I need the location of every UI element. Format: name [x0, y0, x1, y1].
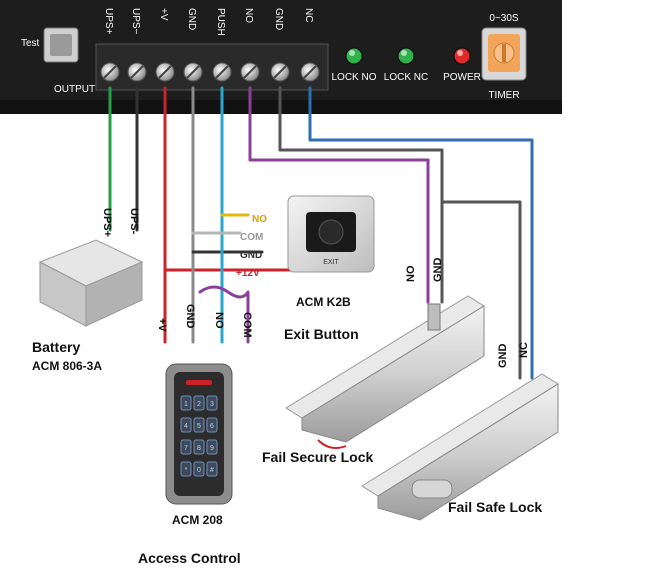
exit-button-taps: NO COM GND +12V: [236, 214, 267, 279]
keypad-key[interactable]: 3: [206, 395, 218, 411]
terminal-label: GND: [186, 8, 197, 30]
keypad-key-label: 7: [184, 445, 188, 452]
terminal-screw[interactable]: [270, 62, 290, 82]
terminal-label: PUSH: [215, 8, 226, 36]
output-label: OUTPUT: [54, 84, 95, 95]
keypad-key[interactable]: 9: [206, 439, 218, 455]
tap-label-gnd: GND: [240, 250, 262, 261]
keypad-key[interactable]: 7: [180, 439, 192, 455]
terminal-label: +V: [158, 8, 169, 21]
exit-button-device: EXIT: [287, 195, 375, 273]
status-led: [397, 47, 415, 65]
keypad-key-label: *: [185, 467, 188, 474]
keypad-key-label: 0: [197, 467, 201, 474]
keypad-key-label: 8: [197, 445, 201, 452]
led-label: POWER: [443, 72, 481, 83]
wire-label-reader-gnd: GND: [184, 304, 196, 329]
keypad-model: ACM 208: [172, 513, 223, 527]
exit-face-text: EXIT: [323, 259, 339, 266]
keypad-key[interactable]: 8: [193, 439, 205, 455]
keypad-key-label: 5: [197, 423, 201, 430]
keypad-key-label: 2: [197, 401, 201, 408]
keypad-key[interactable]: *: [180, 461, 192, 477]
access-keypad: 1 2 3 4 5 6 7 8 9 * 0 #: [165, 363, 233, 505]
terminal-screw[interactable]: [183, 62, 203, 82]
wire-lock-gnd-2: [440, 200, 522, 380]
terminal-screw[interactable]: [100, 62, 120, 82]
wire-label-lock-gnd: GND: [432, 258, 444, 283]
keypad-key[interactable]: 6: [206, 417, 218, 433]
status-leds: LOCK NO LOCK NC POWER: [331, 47, 481, 83]
keypad-key[interactable]: 5: [193, 417, 205, 433]
terminal-screw[interactable]: [240, 62, 260, 82]
wire-label-safe-nc: NC: [518, 342, 530, 358]
wire-lock-no: [248, 86, 430, 304]
keypad-key[interactable]: 1: [180, 395, 192, 411]
keypad-key[interactable]: 4: [180, 417, 192, 433]
test-label: Test: [21, 38, 40, 49]
keypad-key[interactable]: #: [206, 461, 218, 477]
wire-lock-gnd: [278, 86, 444, 304]
terminal-screw[interactable]: [212, 62, 232, 82]
terminal-screw[interactable]: [127, 62, 147, 82]
timer-range-label: 0~30S: [489, 13, 519, 24]
battery-name: Battery: [32, 339, 80, 355]
keypad-key-label: #: [210, 467, 214, 474]
keypad-key[interactable]: 0: [193, 461, 205, 477]
wire-label-ups-minus: UPS-: [128, 208, 140, 235]
exit-button-name: Exit Button: [284, 326, 359, 342]
controller-board: Test OUTPUT UPS+ UPS− +V GND PUSH NO GND NC LOC…: [0, 0, 562, 114]
fail-safe-lock: [361, 373, 559, 521]
wire-label-reader-com: COM: [241, 312, 253, 338]
timer-label: TIMER: [488, 90, 519, 101]
battery-box: [38, 239, 144, 327]
terminal-label: GND: [273, 8, 284, 30]
keypad-key-label: 6: [210, 423, 214, 430]
terminal-screw[interactable]: [155, 62, 175, 82]
timer-knob[interactable]: [481, 27, 527, 81]
wire-labels: UPS+ UPS- +V GND NO COM NO GND GND NC: [101, 208, 530, 368]
wires: [108, 86, 534, 380]
terminal-label: NC: [303, 8, 314, 22]
keypad-name: Access Control: [138, 550, 241, 566]
led-label: LOCK NO: [331, 72, 376, 83]
wire-label-lock-no: NO: [405, 265, 417, 282]
terminal-label: UPS+: [103, 8, 114, 35]
tap-label-com: COM: [240, 232, 263, 243]
wire-label-plus-v: +V: [156, 318, 168, 332]
tap-label-no: NO: [252, 214, 267, 225]
status-led: [453, 47, 471, 65]
status-led: [345, 47, 363, 65]
wire-safe-nc: [308, 86, 534, 380]
wire-label-ups-plus: UPS+: [101, 208, 113, 237]
keypad-key[interactable]: 2: [193, 395, 205, 411]
fail-secure-label: Fail Secure Lock: [262, 449, 373, 465]
exit-button-model: ACM K2B: [296, 295, 351, 309]
terminal-label: NO: [243, 8, 254, 23]
keypad-key-label: 1: [184, 401, 188, 408]
wire-label-reader-no: NO: [213, 312, 225, 329]
battery-model: ACM 806-3A: [32, 359, 102, 373]
keypad-keys: 1 2 3 4 5 6 7 8 9 * 0 #: [180, 395, 218, 477]
wire-label-safe-gnd: GND: [497, 344, 509, 369]
keypad-key-label: 3: [210, 401, 214, 408]
test-button[interactable]: [43, 27, 79, 63]
fail-secure-lock: [285, 295, 485, 449]
terminal-label: UPS−: [130, 8, 141, 35]
terminal-block: UPS+ UPS− +V GND PUSH NO GND NC: [100, 8, 320, 82]
wire-reader-com-loop: [198, 285, 250, 344]
fail-safe-label: Fail Safe Lock: [448, 499, 542, 515]
tap-label-12v: +12V: [236, 268, 260, 279]
led-label: LOCK NC: [384, 72, 428, 83]
terminal-screw[interactable]: [300, 62, 320, 82]
keypad-key-label: 9: [210, 445, 214, 452]
keypad-key-label: 4: [184, 423, 188, 430]
